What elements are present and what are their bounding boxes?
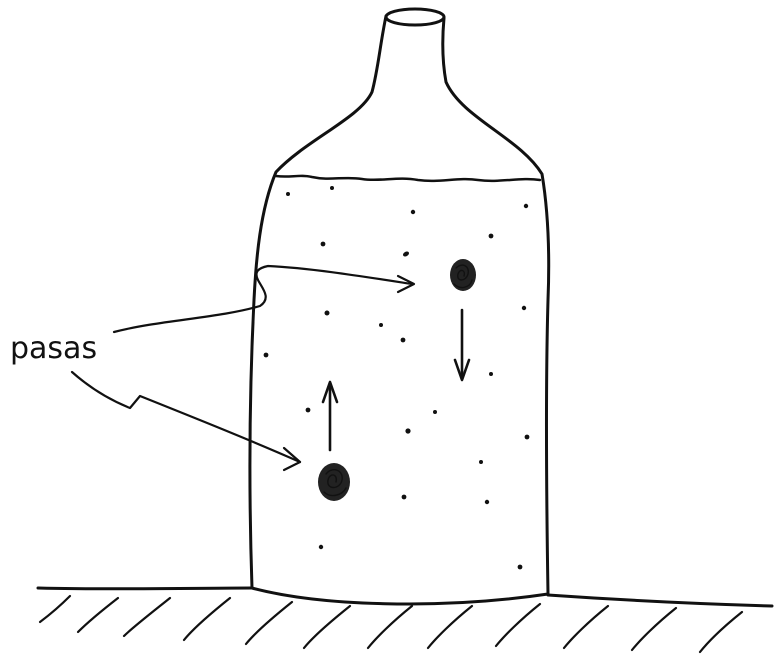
bottle-outline <box>250 16 549 604</box>
up-arrow <box>323 382 337 450</box>
bubbles <box>264 186 530 569</box>
raisin-upper <box>450 259 476 291</box>
down-arrow <box>455 310 469 380</box>
leader-arrow-lower <box>72 372 300 470</box>
liquid-surface <box>276 176 540 181</box>
raisin-lower <box>318 463 350 501</box>
leader-arrow-upper <box>114 266 414 332</box>
bottle-mouth <box>386 9 444 25</box>
raisins-label: pasas <box>10 331 97 366</box>
